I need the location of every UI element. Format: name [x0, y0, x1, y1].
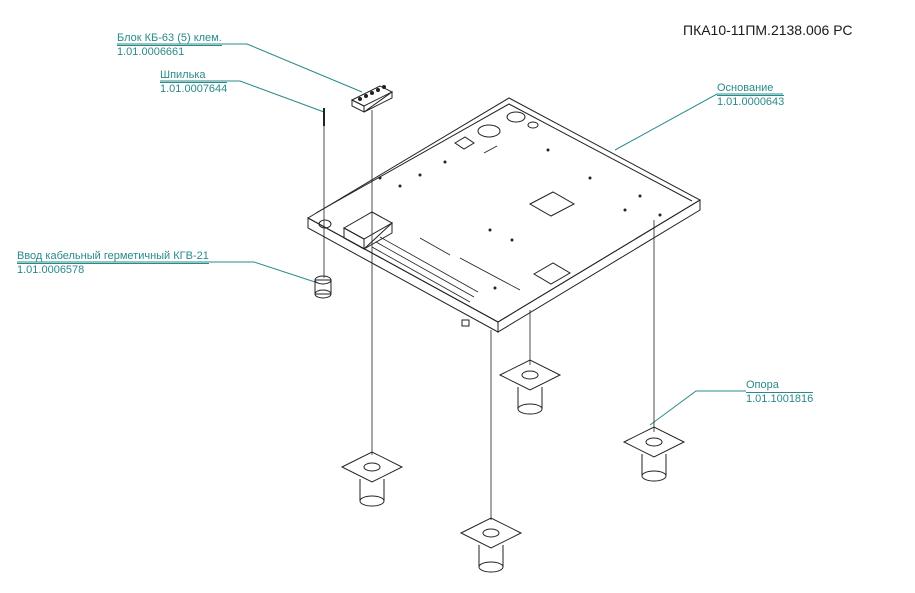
support-foot [498, 359, 562, 415]
callout-base-name: Основание [717, 83, 785, 96]
callout-stud-name: Шпилька [160, 70, 228, 83]
callout-stud-code: 1.01.0007644 [160, 83, 228, 95]
support-feet [340, 359, 686, 573]
document-code: ПКА10-11ПМ.2138.006 РС [683, 22, 853, 38]
support-foot [459, 517, 523, 573]
callout-terminal-block-name: Блок КБ-63 (5) клем. [117, 32, 222, 46]
terminal-block [350, 85, 394, 113]
callout-terminal-block-code: 1.01.0006661 [117, 46, 185, 58]
cable-gland [314, 275, 332, 299]
support-foot [622, 426, 686, 482]
callout-base: Основание 1.01.0000643 [717, 83, 785, 108]
callout-support-code: 1.01.1001816 [746, 393, 814, 405]
callout-cable-gland: Ввод кабельный герметичный КГВ-21 1.01.0… [17, 251, 209, 276]
callout-cable-gland-code: 1.01.0006578 [17, 264, 85, 276]
leader-lines [17, 43, 783, 426]
callout-support: Опора 1.01.1001816 [746, 380, 814, 405]
callout-cable-gland-name: Ввод кабельный герметичный КГВ-21 [17, 250, 209, 264]
callout-stud: Шпилька 1.01.0007644 [160, 70, 228, 95]
callout-terminal-block: Блок КБ-63 (5) клем. 1.01.0006661 [117, 33, 222, 58]
base-plate [306, 97, 702, 333]
callout-base-code: 1.01.0000643 [717, 96, 785, 108]
support-foot [340, 451, 404, 507]
callout-support-name: Опора [746, 380, 814, 393]
explode-lines [323, 110, 655, 520]
